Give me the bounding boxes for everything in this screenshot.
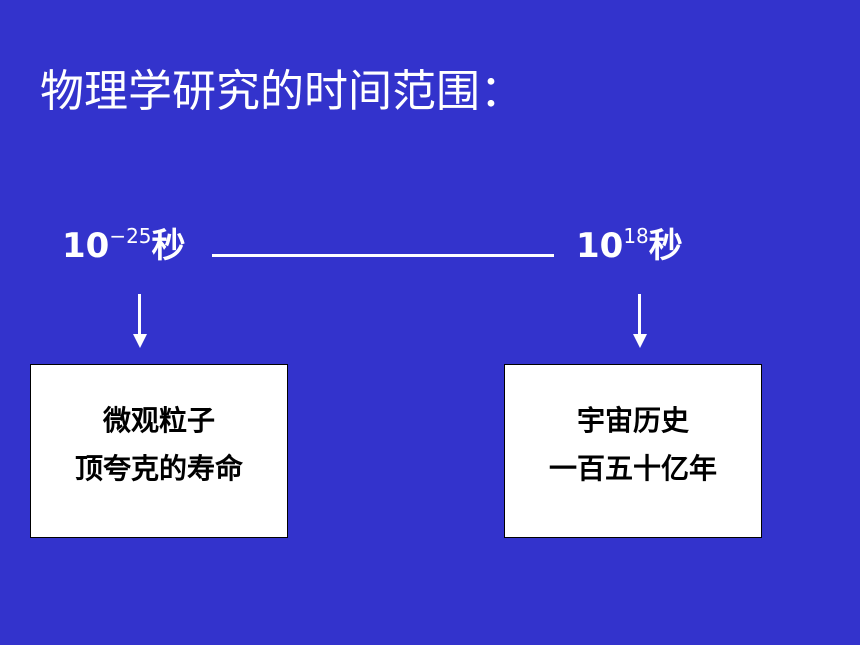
- box-left-line2: 顶夸克的寿命: [74, 452, 243, 485]
- down-arrow-icon: [133, 294, 147, 350]
- universe-history-box: 宇宙历史 一百五十亿年: [504, 364, 762, 538]
- arrow-shaft: [638, 294, 641, 336]
- box-right-line2: 一百五十亿年: [548, 452, 717, 485]
- max-time-exponent: 18: [623, 224, 649, 248]
- microscopic-particle-box: 微观粒子 顶夸克的寿命: [30, 364, 288, 538]
- max-time-label: 1018秒: [576, 226, 683, 267]
- box-right-line1: 宇宙历史: [576, 404, 689, 437]
- arrow-head: [133, 334, 147, 348]
- slide-title: 物理学研究的时间范围：: [40, 66, 524, 117]
- min-time-label: 10−25秒: [62, 226, 186, 267]
- max-time-unit: 秒: [648, 226, 683, 266]
- min-time-exponent: −25: [109, 224, 152, 248]
- arrow-head: [633, 334, 647, 348]
- down-arrow-icon: [633, 294, 647, 350]
- min-time-unit: 秒: [151, 226, 186, 266]
- min-time-base: 10: [62, 226, 110, 266]
- max-time-base: 10: [576, 226, 624, 266]
- range-connector-line: [212, 254, 554, 257]
- box-left-line1: 微观粒子: [102, 404, 215, 437]
- arrow-shaft: [138, 294, 141, 336]
